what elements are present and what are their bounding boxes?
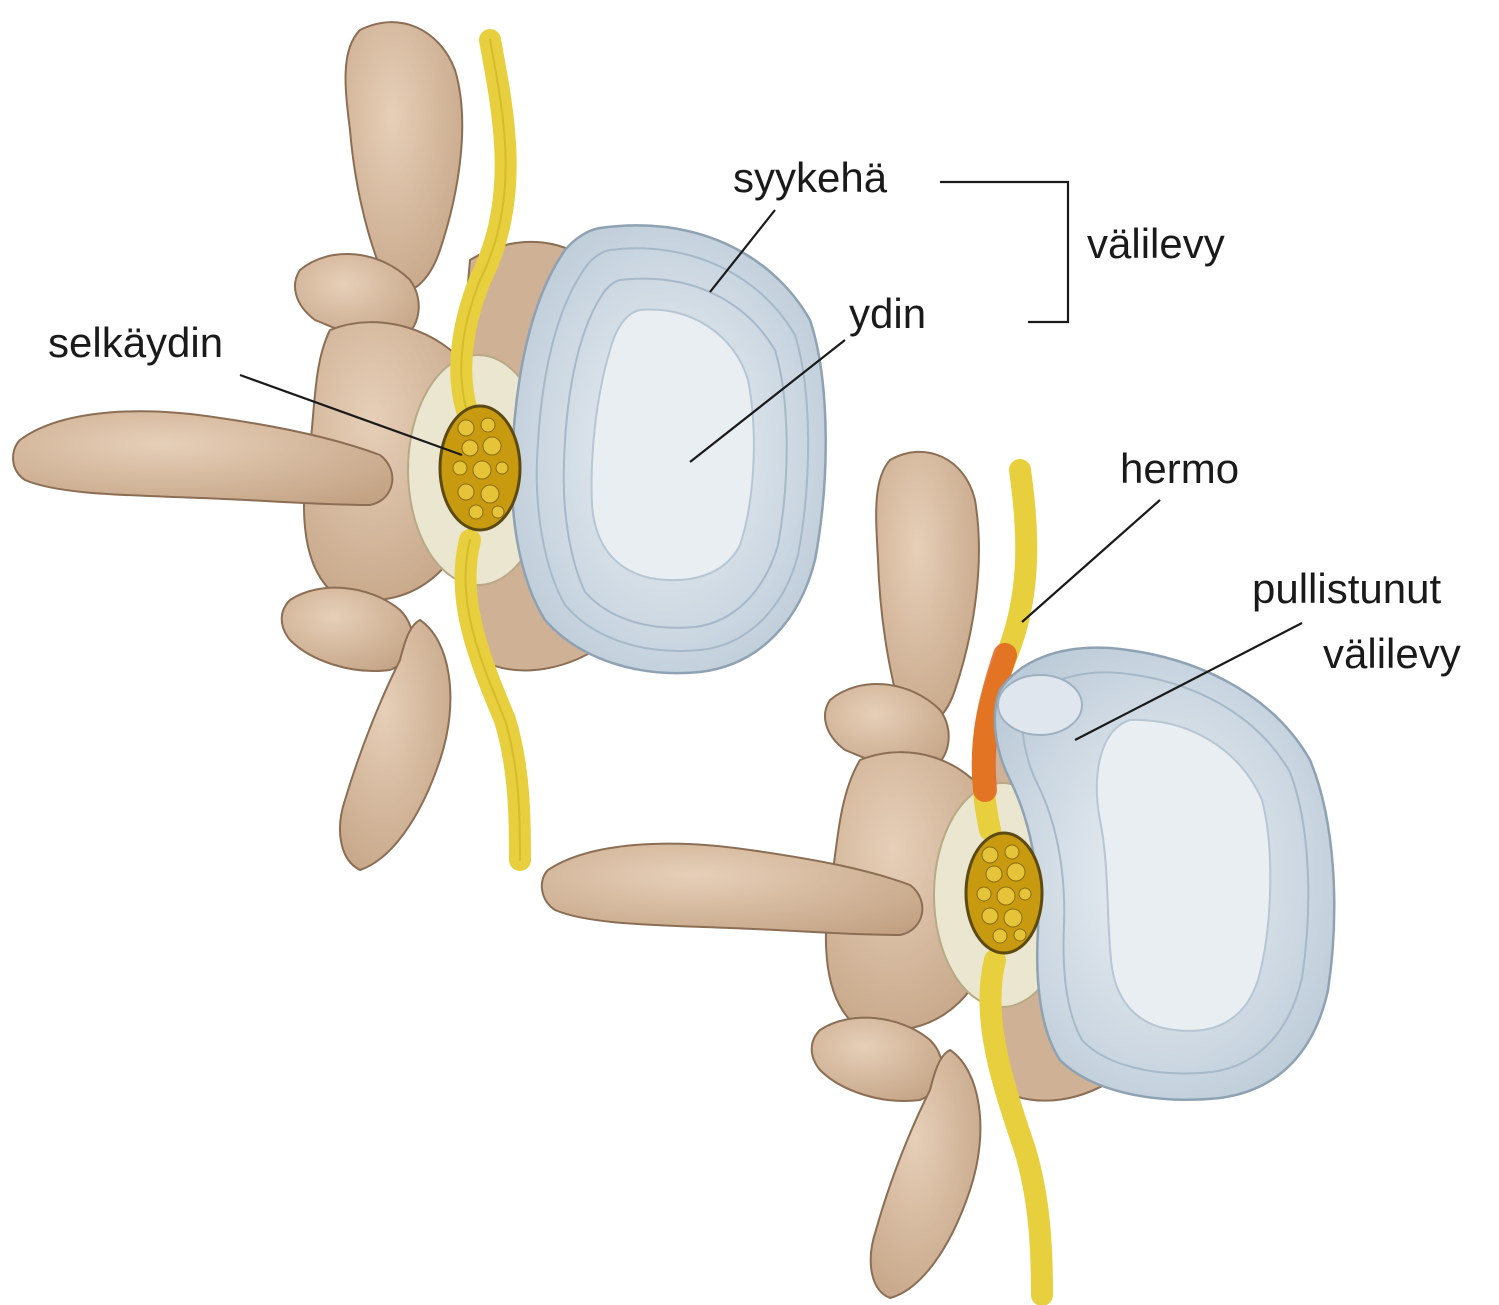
label-selkaydin: selkäydin xyxy=(48,319,223,366)
articular-process-lower xyxy=(282,588,413,671)
label-pullistunut-line1: pullistunut xyxy=(1252,565,1441,612)
herniation-bulge xyxy=(998,675,1082,735)
healthy-vertebra xyxy=(13,22,826,870)
label-valilevy: välilevy xyxy=(1087,220,1225,267)
label-pullistunut-line2: välilevy xyxy=(1323,630,1461,677)
nucleus xyxy=(592,309,754,580)
upper-process xyxy=(346,22,463,292)
label-syykeha: syykehä xyxy=(733,154,888,201)
leader-hermo xyxy=(1022,500,1160,622)
label-ydin: ydin xyxy=(849,290,926,337)
articular-process-lower-2 xyxy=(812,1018,943,1101)
label-hermo: hermo xyxy=(1120,445,1239,492)
bracket-valilevy xyxy=(940,182,1068,322)
